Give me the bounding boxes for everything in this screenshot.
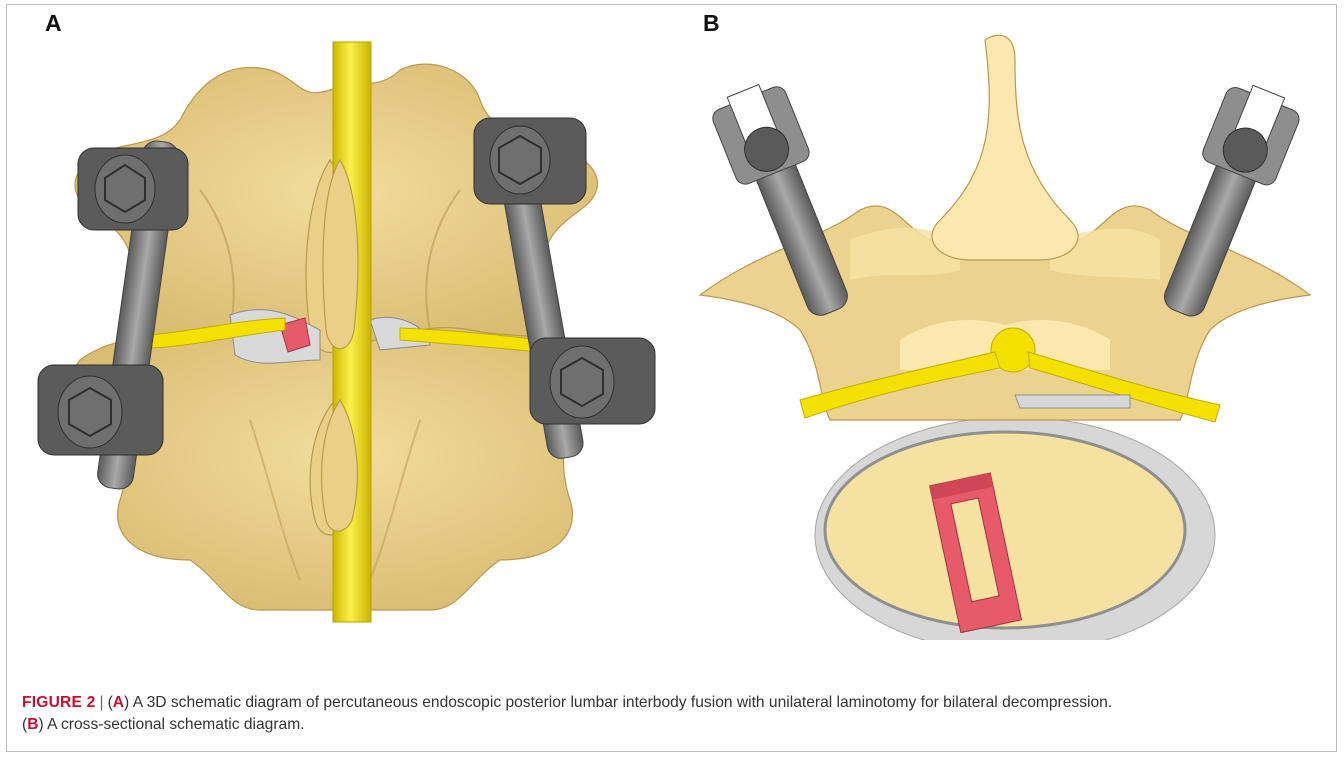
panel-b-label: B: [703, 10, 720, 37]
panel-a-label: A: [45, 10, 62, 37]
caption-part-a-text: A 3D schematic diagram of percutaneous e…: [133, 694, 1112, 711]
right-lower-screw: [530, 338, 655, 424]
caption-part-a-letter: A: [113, 694, 124, 711]
figure-number: FIGURE 2: [22, 694, 96, 711]
spinous-process-b: [932, 35, 1078, 260]
caption-separator: |: [100, 694, 104, 711]
left-upper-screw: [78, 148, 188, 230]
panel-b-illustration: [670, 0, 1344, 640]
caption-part-b-letter: B: [27, 716, 38, 733]
panel-a-illustration: [0, 0, 670, 640]
caption-part-b-text: A cross-sectional schematic diagram.: [47, 716, 304, 733]
left-lower-screw: [38, 365, 163, 455]
right-upper-screw: [474, 118, 586, 204]
figure-caption: FIGURE 2|(A) A 3D schematic diagram of p…: [22, 692, 1322, 736]
